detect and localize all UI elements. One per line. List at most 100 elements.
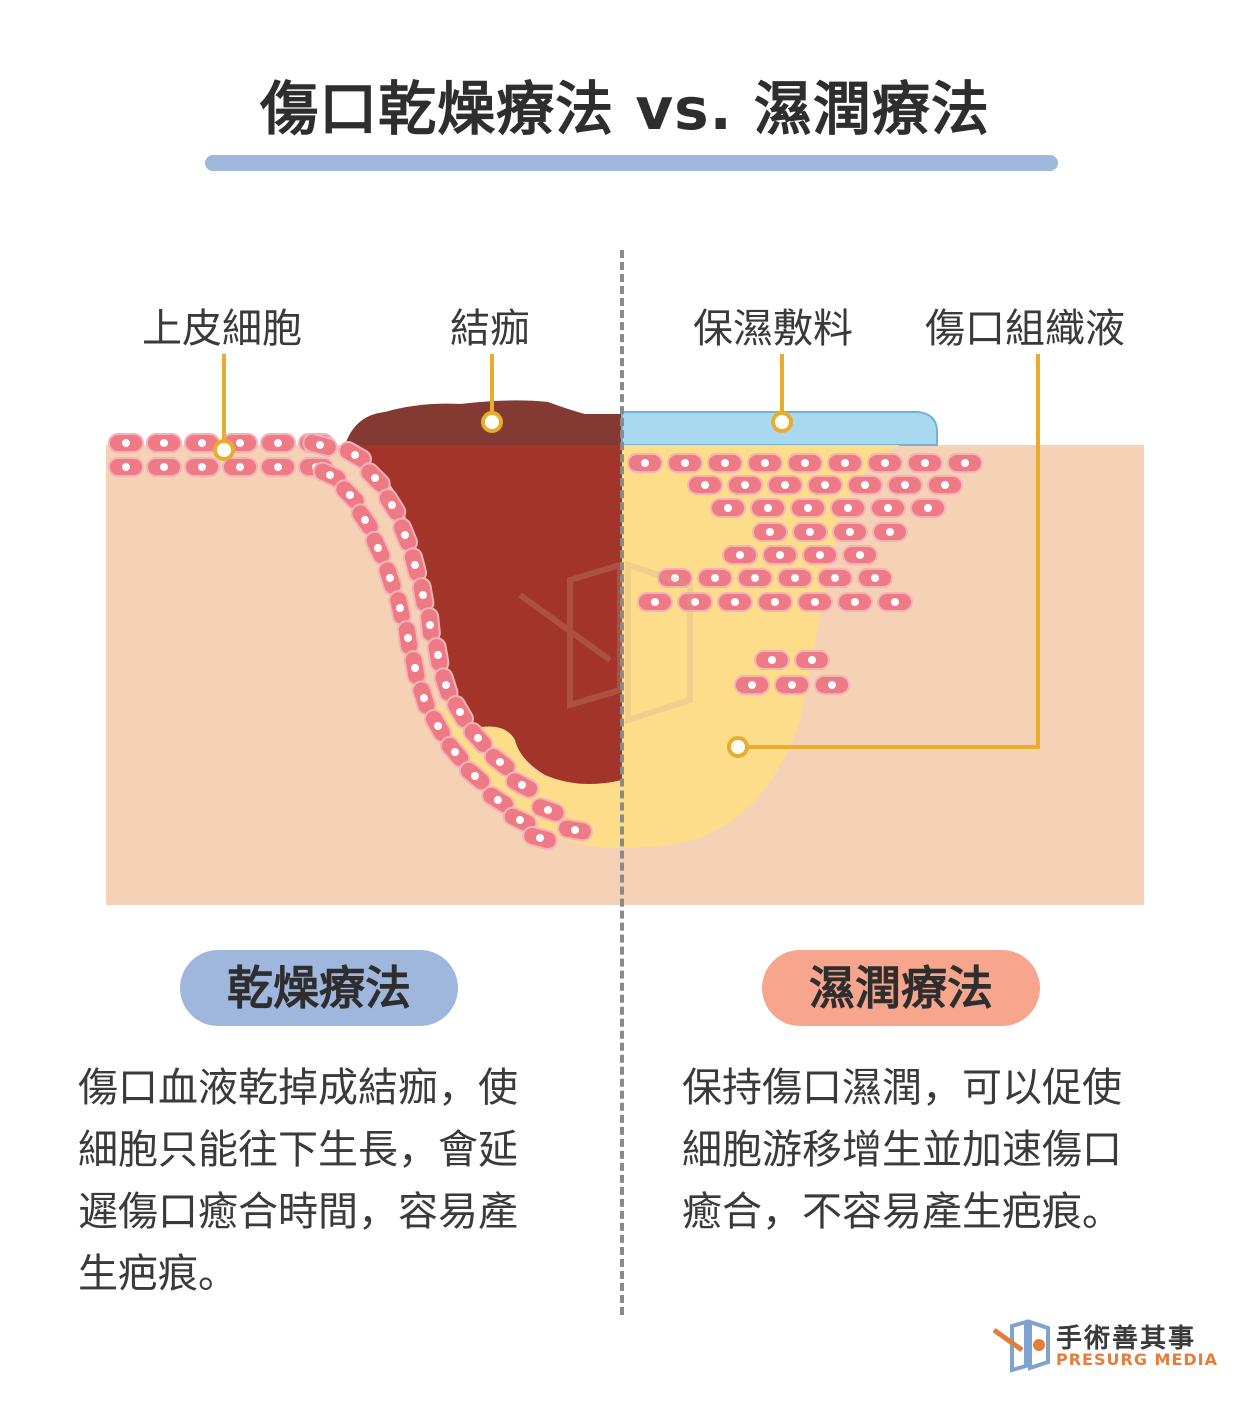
epithelial-cell	[637, 592, 673, 612]
epithelial-cell	[737, 568, 773, 588]
dry-therapy-heading: 乾燥療法	[180, 950, 458, 1026]
epithelial-cell	[887, 475, 923, 495]
epithelial-cell	[837, 592, 873, 612]
epithelial-cell	[790, 498, 826, 518]
epithelial-cell	[774, 675, 810, 695]
epithelial-cell	[184, 457, 220, 477]
epithelial-cell	[530, 797, 566, 823]
center-divider	[620, 250, 624, 1315]
epithelial-cell	[687, 475, 723, 495]
epithelial-cell	[817, 568, 853, 588]
page-title: 傷口乾燥療法 vs. 濕潤療法	[260, 75, 990, 143]
epithelial-cell	[734, 675, 770, 695]
leader-fluid	[738, 354, 1040, 749]
epithelial-cell	[462, 722, 494, 754]
epithelial-cell	[802, 545, 838, 565]
brand-name-en: PRESURG MEDIA	[1056, 1350, 1218, 1369]
epithelial-cell	[767, 475, 803, 495]
epithelial-cell	[752, 522, 788, 542]
epithelial-cell	[727, 475, 763, 495]
epithelial-cell	[907, 453, 943, 473]
epithelial-cell	[677, 592, 713, 612]
moist-therapy-description: 保持傷口濕潤，可以促使 細胞游移增生並加速傷口 癒合，不容易產生疤痕。	[682, 1057, 1192, 1243]
label-epithelial-cells: 上皮細胞	[142, 306, 302, 352]
epithelial-cell	[787, 453, 823, 473]
dry-line: 遲傷口癒合時間，容易產	[78, 1189, 518, 1235]
epithelial-cell	[627, 453, 663, 473]
epithelial-cell	[867, 453, 903, 473]
epithelial-cell	[757, 592, 793, 612]
epithelial-cell	[794, 650, 830, 670]
scab-body	[345, 445, 622, 784]
epithelial-cell	[872, 522, 908, 542]
leader-dot-epithelial	[213, 439, 235, 461]
epithelial-cell	[350, 503, 380, 537]
epithelial-cell	[847, 475, 883, 495]
epithelial-cell	[403, 650, 427, 686]
label-wound-fluid: 傷口組織液	[925, 306, 1125, 352]
wet-line: 細胞游移增生並加速傷口	[682, 1127, 1122, 1173]
epithelial-cell	[377, 560, 403, 596]
leader-dot-scab	[481, 411, 503, 433]
wet-line: 癒合，不容易產生疤痕。	[682, 1189, 1122, 1235]
epithelial-cell	[750, 498, 786, 518]
dry-line: 傷口血液乾掉成結痂，使	[78, 1065, 518, 1111]
epithelial-cell	[411, 577, 435, 613]
epithelial-cell	[710, 498, 746, 518]
epithelial-cell	[754, 650, 790, 670]
leader-dot-dressing	[771, 411, 793, 433]
epithelial-cell	[747, 453, 783, 473]
epithelial-cell	[108, 457, 144, 477]
epithelial-cell	[717, 592, 753, 612]
epithelial-cell	[947, 453, 983, 473]
epithelial-cell	[792, 522, 828, 542]
brand-mark-icon	[992, 1319, 1050, 1373]
epithelial-cell	[260, 433, 296, 453]
label-scab: 結痂	[450, 306, 530, 352]
epithelial-cell	[830, 498, 866, 518]
wet-line: 保持傷口濕潤，可以促使	[682, 1065, 1122, 1111]
leader-dot-fluid	[727, 736, 749, 758]
epithelial-cell	[857, 568, 893, 588]
dry-therapy-description: 傷口血液乾掉成結痂，使 細胞只能往下生長，會延 遲傷口癒合時間，容易產 生疤痕。	[78, 1057, 588, 1305]
dry-line: 生疤痕。	[78, 1251, 238, 1297]
epithelial-cell	[722, 545, 758, 565]
epithelial-cells-right	[627, 453, 983, 695]
epithelial-cell	[388, 590, 412, 626]
epithelial-cell	[827, 453, 863, 473]
epithelial-cell	[797, 592, 833, 612]
epithelial-cell	[483, 747, 517, 777]
epithelial-cell	[807, 475, 843, 495]
epithelial-cell	[146, 433, 182, 453]
epithelial-cell	[108, 433, 144, 453]
epithelial-cell	[522, 825, 558, 851]
epithelial-cell	[667, 453, 703, 473]
title-underline	[205, 155, 1058, 171]
label-moist-dressing: 保濕敷料	[693, 306, 853, 352]
epithelial-cell	[402, 547, 428, 583]
moist-therapy-heading: 濕潤療法	[762, 950, 1040, 1026]
epithelial-cell	[504, 771, 540, 799]
epithelial-cell	[657, 568, 693, 588]
epithelial-cell	[426, 637, 450, 673]
brand-logo: 手術善其事 PRESURG MEDIA	[992, 1316, 1222, 1376]
epithelial-cell	[870, 498, 906, 518]
epithelial-cell	[697, 568, 733, 588]
epithelial-cell	[707, 453, 743, 473]
epithelial-cell	[260, 457, 296, 477]
brand-name-zh: 手術善其事	[1056, 1324, 1197, 1354]
epithelial-cell	[842, 545, 878, 565]
epithelial-cell	[877, 592, 913, 612]
epithelial-cell	[222, 457, 258, 477]
epithelial-cell	[814, 675, 850, 695]
dry-line: 細胞只能往下生長，會延	[78, 1127, 518, 1173]
epithelial-cell	[762, 545, 798, 565]
epithelial-cell	[832, 522, 868, 542]
epithelial-cell	[910, 498, 946, 518]
epithelial-cell	[302, 432, 338, 458]
epithelial-cells-left	[108, 432, 593, 851]
epithelial-cell	[777, 568, 813, 588]
epithelial-cell	[927, 475, 963, 495]
epithelial-cell	[146, 457, 182, 477]
